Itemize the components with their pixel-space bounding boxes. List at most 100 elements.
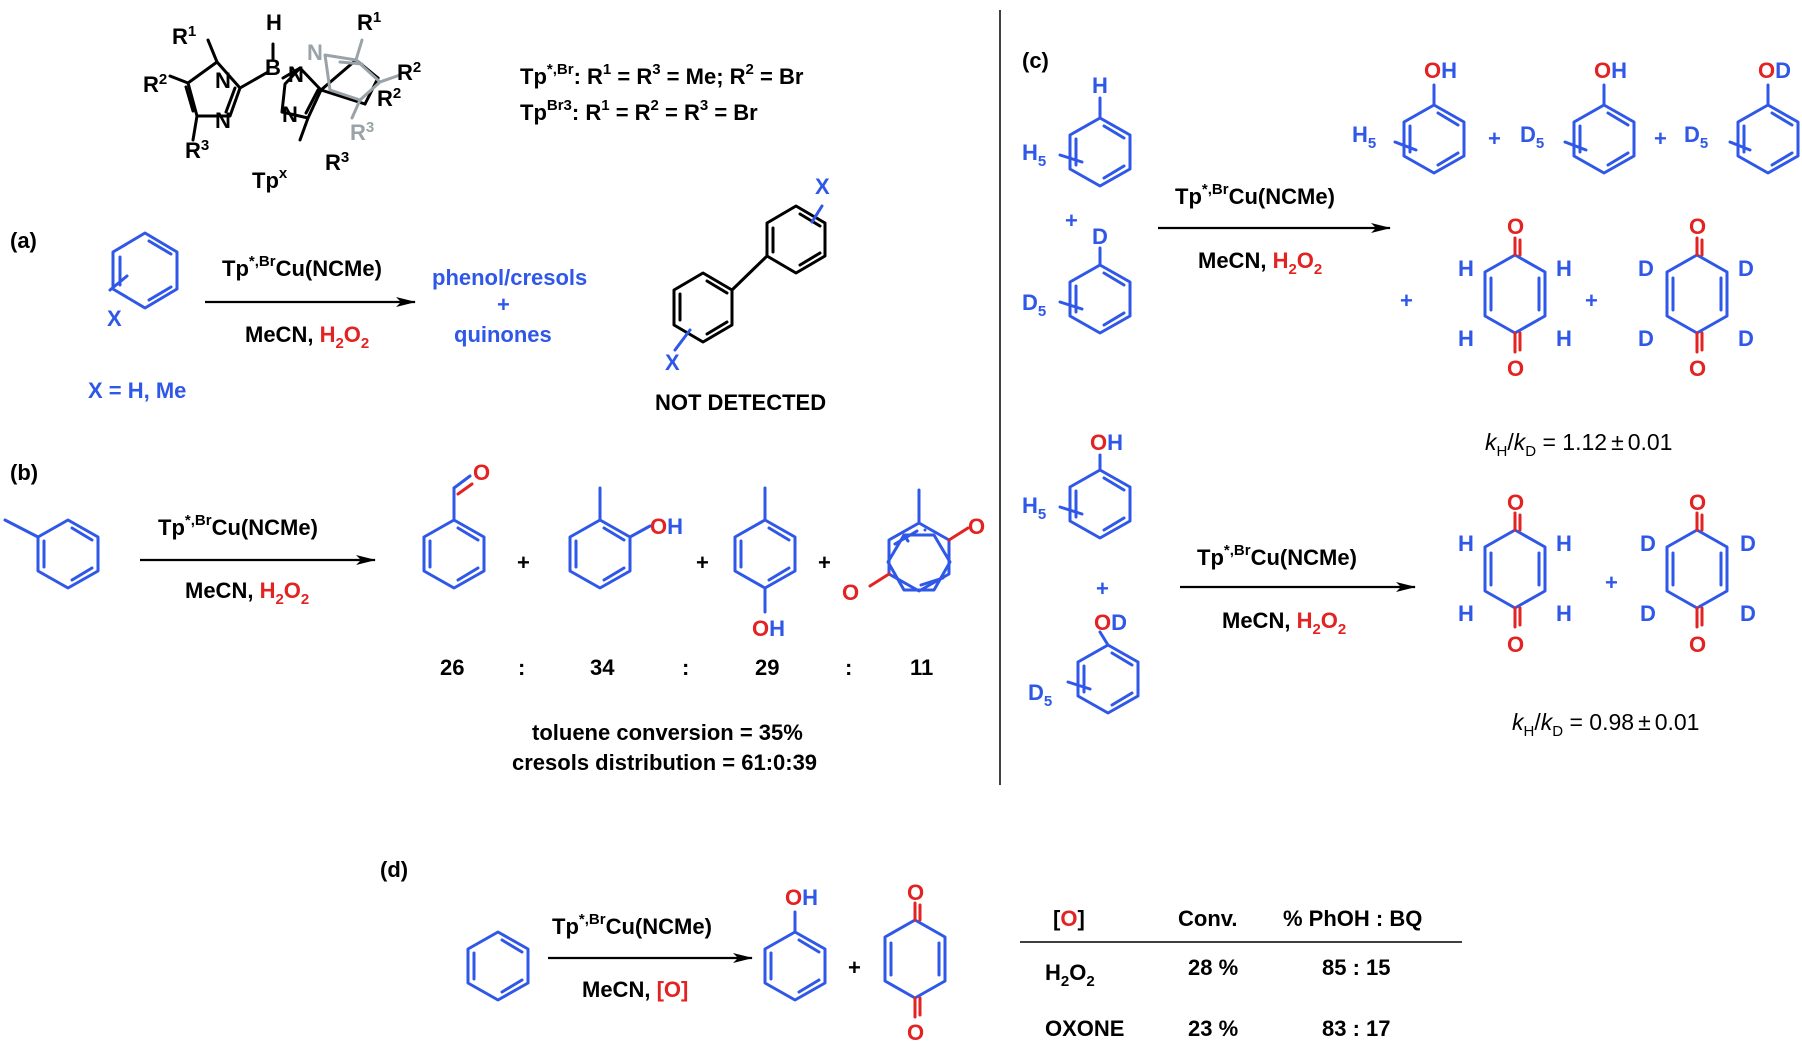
tp-n1: N	[215, 68, 231, 93]
panel-d-phenol-oh: OH	[785, 885, 818, 910]
panel-c-plus-bottom: +	[1605, 570, 1618, 595]
panel-c-phenol-od: OD	[1758, 58, 1791, 83]
panel-c-benzene-d	[1058, 246, 1132, 335]
tp-r3-right: R3	[325, 149, 349, 175]
panel-b-label: (b)	[10, 460, 38, 485]
panel-c-quinone-d4	[1665, 236, 1729, 354]
panel-c-phenol-d5-label: D5	[1520, 122, 1544, 152]
panel-c-phenol-h5	[1393, 83, 1466, 175]
panel-c-d-top: D	[1092, 224, 1108, 249]
tp-r3-grey: R3	[350, 119, 374, 145]
panel-d-bq-o2: O	[907, 1020, 924, 1042]
panel-c-h5: H5	[1022, 140, 1046, 170]
tp-label: Tpx	[252, 165, 288, 193]
panel-a-catalyst: Tp*,BrCu(NCMe)	[222, 253, 382, 281]
panel-c-quinone-d4-b-o1: O	[1689, 490, 1706, 515]
panel-c-quinone-h4-b-h3: H	[1458, 601, 1474, 626]
panel-c-catalyst-2: Tp*,BrCu(NCMe)	[1197, 542, 1357, 570]
panel-b-methylquinone-ring	[868, 488, 970, 593]
tp-b: B	[265, 55, 281, 80]
panel-a-label: (a)	[10, 228, 37, 253]
panel-a-plus: +	[497, 292, 510, 317]
panel-c-reactant-h5: H5	[1022, 493, 1046, 523]
panel-c-plus-mid-2: +	[1585, 288, 1598, 313]
panel-c-benzene-h	[1058, 96, 1132, 188]
table-row2-oxidant: OXONE	[1045, 1016, 1124, 1041]
panel-c-reactant-oh: OH	[1090, 430, 1123, 455]
panel-a-not-detected: NOT DETECTED	[655, 390, 826, 415]
panel-b-p-cresol	[733, 486, 797, 614]
panel-c-plus-top-2: +	[1654, 126, 1667, 151]
table-row2-ratio: 83 : 17	[1322, 1016, 1391, 1041]
panel-b-plus-2: +	[696, 550, 709, 575]
panel-c-quinone-h4-o2: O	[1507, 356, 1524, 381]
panel-c-quinone-d4-b-d2: D	[1740, 531, 1756, 556]
panel-b-colon-1: :	[518, 655, 525, 680]
panel-c-conditions-1: MeCN, H2O2	[1198, 248, 1322, 278]
panel-c-quinone-d4-b-o2: O	[1689, 632, 1706, 657]
panel-c-quinone-d4-b-d1: D	[1640, 531, 1656, 556]
panel-c-quinone-h4-b-h2: H	[1556, 531, 1572, 556]
tp-r1-right: R1	[357, 9, 381, 35]
panel-b-catalyst: Tp*,BrCu(NCMe)	[158, 512, 318, 540]
panel-c-plus-mid-1: +	[1400, 288, 1413, 313]
panel-c-phenol-reactant-d5	[1066, 630, 1140, 715]
table-header-ratio: % PhOH : BQ	[1283, 906, 1422, 931]
panel-c-quinone-h4-b-o1: O	[1507, 490, 1524, 515]
panel-b-ratio-1: 26	[440, 655, 464, 680]
panel-d-conditions: MeCN, [O]	[582, 977, 688, 1002]
panel-b-o-cresol	[568, 486, 652, 590]
panel-a-biphenyl	[672, 204, 827, 352]
table-header-oxidant: [O]	[1053, 906, 1085, 931]
panel-c-quinone-d4-b	[1665, 511, 1729, 629]
tp-h: H	[266, 10, 282, 35]
panel-c-phenol-od-d5-label: D5	[1684, 122, 1708, 152]
panel-c-quinone-d4-d2: D	[1738, 256, 1754, 281]
panel-c-plus-top-1: +	[1488, 126, 1501, 151]
table-row1-oxidant: H2O2	[1045, 960, 1095, 990]
panel-b-p-cresol-oh: OH	[752, 616, 785, 641]
panel-c-phenol-reactant-h5	[1058, 453, 1132, 540]
panel-b-aldehyde-o: O	[473, 460, 490, 485]
panel-c-quinone-h4-b	[1483, 511, 1547, 629]
tp-r2-right-b: R2	[377, 85, 401, 111]
tp-ligand-structure	[168, 38, 402, 142]
panel-c-quinone-d4-b-d3: D	[1640, 601, 1656, 626]
panel-c-phenol-d5	[1563, 83, 1636, 175]
panel-c-kie-2: kH/kD = 0.98±0.01	[1512, 709, 1699, 740]
panel-c-label: (c)	[1022, 48, 1049, 73]
panel-c-quinone-h4-h3: H	[1458, 326, 1474, 351]
panel-b-benzaldehyde	[422, 474, 486, 590]
panel-c-conditions-2: MeCN, H2O2	[1222, 608, 1346, 638]
tp-n4: N	[282, 102, 298, 127]
panel-c-plus-left-2: +	[1096, 576, 1109, 601]
table-header-conv: Conv.	[1178, 906, 1237, 931]
panel-c-quinone-h4-h1: H	[1458, 256, 1474, 281]
tp-r1-left: R1	[172, 23, 196, 49]
panel-c-plus-left-1: +	[1065, 208, 1078, 233]
panel-c-quinone-h4-h2: H	[1556, 256, 1572, 281]
tp-r2-right: R2	[397, 59, 421, 85]
panel-b-quinone-o2: O	[842, 580, 859, 605]
panel-d-benzene	[466, 930, 530, 1002]
panel-d-benzoquinone	[883, 901, 947, 1019]
panel-b-colon-2: :	[682, 655, 689, 680]
panel-c-quinone-h4-b-o2: O	[1507, 632, 1524, 657]
tp-def-1: Tp*,Br: R1 = R3 = Me; R2 = Br	[520, 61, 804, 89]
panel-b-plus-1: +	[517, 550, 530, 575]
panel-c-quinone-d4-b-d4: D	[1740, 601, 1756, 626]
panel-c-quinone-d4-d1: D	[1638, 256, 1654, 281]
tp-n3: N	[288, 62, 304, 87]
table-row2-conv: 23 %	[1188, 1016, 1238, 1041]
panel-c-quinone-d4-o2: O	[1689, 356, 1706, 381]
panel-a-x: X	[107, 306, 122, 331]
panel-c-phenol-od-d5	[1728, 83, 1800, 175]
panel-c-quinone-d4-d4: D	[1738, 326, 1754, 351]
tp-n5-grey: N	[307, 40, 323, 65]
panel-c-h-top: H	[1092, 73, 1108, 98]
table-row1-conv: 28 %	[1188, 955, 1238, 980]
panel-b-o-cresol-oh: OH	[650, 514, 683, 539]
panel-b-conditions: MeCN, H2O2	[185, 578, 309, 608]
panel-c-reactant-od: OD	[1094, 610, 1127, 635]
